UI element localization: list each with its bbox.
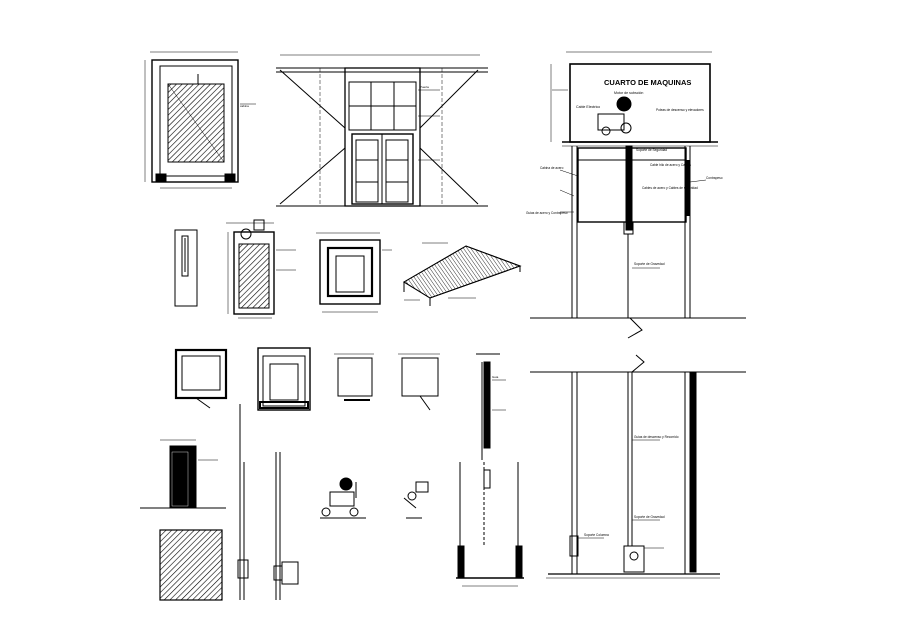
cabin-opening-plan <box>316 232 392 313</box>
hatched-block <box>159 529 223 601</box>
label-puerta: Puerta <box>420 85 429 89</box>
machine-room-title: CUARTO DE MAQUINAS <box>604 78 691 87</box>
label-pasadores: Guias de descenso y Recorrido <box>634 435 679 439</box>
label-cable-electrico: Cable Electrico <box>576 105 600 109</box>
plan-small-1 <box>174 348 228 409</box>
label-motor: Motor de subsción <box>614 91 643 95</box>
label-poleas: Poleas de descenso y elevadores <box>656 108 704 112</box>
label-soporte-gravedad: Soporte de Gravedad <box>634 262 665 266</box>
roof-grid-perspective <box>403 242 522 306</box>
door-section-left <box>140 439 226 509</box>
label-soporte-gravedad-2: Soporte de Gravedad <box>634 515 665 519</box>
column-detail <box>476 353 506 460</box>
plan-small-2 <box>257 347 311 411</box>
motor-detail-1 <box>320 477 366 519</box>
label-guias: Guias de acero y Contrapeso <box>526 211 568 215</box>
plan-small-4 <box>398 353 440 411</box>
cabin-plan-drawing <box>144 51 256 189</box>
motor-detail-2 <box>403 481 429 519</box>
rail-sections <box>237 404 299 600</box>
label-soporte-columna: Soporte Columna <box>584 533 609 537</box>
label-cabina-acero: Cabina de acero <box>540 166 564 170</box>
small-labels: cabina Puerta Guia <box>240 85 499 379</box>
door-elevation-small <box>174 229 198 307</box>
label-soporte-seguridad: Soporte de Seguridad <box>636 148 667 152</box>
machine-room-labels: CUARTO DE MAQUINAS Motor de subsción Cab… <box>526 78 723 537</box>
label-cables: Cables de acero y Cables de seguridad <box>642 186 698 190</box>
plan-small-3 <box>334 353 374 401</box>
machine-room-section <box>530 51 746 579</box>
glass-front-elevation <box>276 54 488 207</box>
label-cabina: cabina <box>240 104 249 108</box>
label-cabina-material: Cable hilo de acero y Cabina <box>650 163 691 167</box>
pit-section <box>456 462 524 587</box>
cabin-hatched-plan <box>226 219 296 319</box>
label-guia: Guia <box>492 375 499 379</box>
label-contrapeso: Contrapeso <box>706 176 723 180</box>
